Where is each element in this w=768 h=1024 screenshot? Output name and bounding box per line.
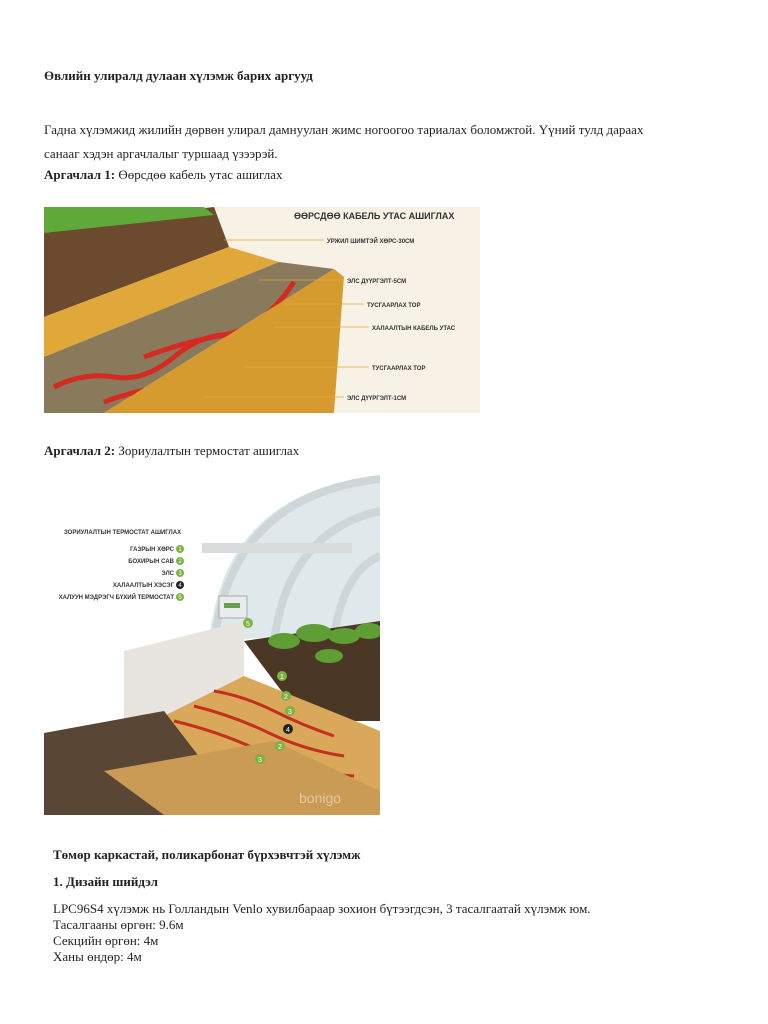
figure-1-label-2: ЭЛС ДҮҮРГЭЛТ-5СМ (347, 279, 406, 285)
figure-1-label-1: УРЖИЛ ШИМТЭЙ ХӨРС-30СМ (327, 237, 414, 245)
svg-text:4: 4 (286, 727, 290, 734)
legend-item-3: ЭЛС (161, 571, 174, 577)
figure-1-label-4: ХАЛААЛТЫН КАБЕЛЬ УТАС (372, 326, 456, 332)
legend-num-4: 4 (178, 583, 182, 589)
design-line-1: LPC96S4 хүлэмж нь Голландын Venlo хувилб… (53, 901, 591, 916)
legend-num-2: 2 (178, 559, 182, 565)
watermark: bonigo (299, 790, 341, 806)
subsection-title: 1. Дизайн шийдэл (53, 874, 158, 889)
method-1: Аргачлал 1: Өөрсдөө кабель утас ашиглах (44, 167, 282, 183)
method-2: Аргачлал 2: Зориулалтын термостат ашигла… (44, 443, 299, 459)
method-2-text: Зориулалтын термостат ашиглах (118, 443, 300, 458)
legend-num-3: 3 (178, 571, 182, 577)
figure-cable-layers: ӨӨРСДӨӨ КАБЕЛЬ УТАС АШИГЛАХ УРЖИЛ ШИМТЭЙ… (44, 207, 480, 413)
figure-1-title: ӨӨРСДӨӨ КАБЕЛЬ УТАС АШИГЛАХ (294, 211, 454, 221)
design-line-2: Тасалгааны өргөн: 9.6м (53, 917, 184, 932)
page-heading: Өвлийн улиралд дулаан хүлэмж барих аргуу… (44, 68, 313, 83)
greenhouse-illustration: 1 2 3 4 2 3 5 bonigo ЗОРИУЛАЛТЫН ТЕРМОСТ… (44, 471, 380, 815)
svg-text:5: 5 (246, 621, 250, 628)
legend-item-1: ГАЗРЫН ХӨРС (130, 547, 175, 553)
intro-line-1: Гадна хүлэмжид жилийн дөрвөн улирал дамн… (44, 122, 644, 137)
design-line-4: Ханы өндөр: 4м (53, 949, 142, 964)
figure-1-label-5: ТУСГААРЛАХ ТОР (372, 366, 425, 372)
svg-text:3: 3 (288, 709, 292, 716)
design-line-3: Секцийн өргөн: 4м (53, 933, 159, 948)
svg-text:2: 2 (284, 694, 288, 701)
figure-1-label-3: ТУСГААРЛАХ ТОР (367, 303, 420, 309)
cable-layers-illustration: ӨӨРСДӨӨ КАБЕЛЬ УТАС АШИГЛАХ УРЖИЛ ШИМТЭЙ… (44, 207, 480, 413)
legend-item-2: БОХИРЫН САВ (128, 559, 174, 565)
section-title: Төмөр каркастай, поликарбонат бүрхэвчтэй… (53, 847, 361, 862)
legend-item-4: ХАЛААЛТЫН ХЭСЭГ (113, 583, 175, 589)
legend-num-1: 1 (178, 547, 182, 553)
svg-text:2: 2 (278, 744, 282, 751)
figure-1-label-6: ЭЛС ДҮҮРГЭЛТ-1СМ (347, 396, 406, 402)
figure-thermostat-greenhouse: 1 2 3 4 2 3 5 bonigo ЗОРИУЛАЛТЫН ТЕРМОСТ… (44, 471, 380, 815)
svg-text:3: 3 (258, 757, 262, 764)
method-2-label: Аргачлал 2: (44, 443, 116, 458)
svg-text:1: 1 (280, 674, 284, 681)
legend-item-5: ХАЛУУН МЭДРЭГЧ БҮХИЙ ТЕРМОСТАТ (59, 593, 175, 601)
figure-2-title: ЗОРИУЛАЛТЫН ТЕРМОСТАТ АШИГЛАХ (64, 530, 181, 536)
intro-line-2: санааг хэдэн аргачлалыг туршаад үзээрэй. (44, 146, 278, 161)
method-1-text: Өөрсдөө кабель утас ашиглах (118, 167, 283, 182)
legend-num-5: 5 (178, 595, 182, 601)
method-1-label: Аргачлал 1: (44, 167, 116, 182)
